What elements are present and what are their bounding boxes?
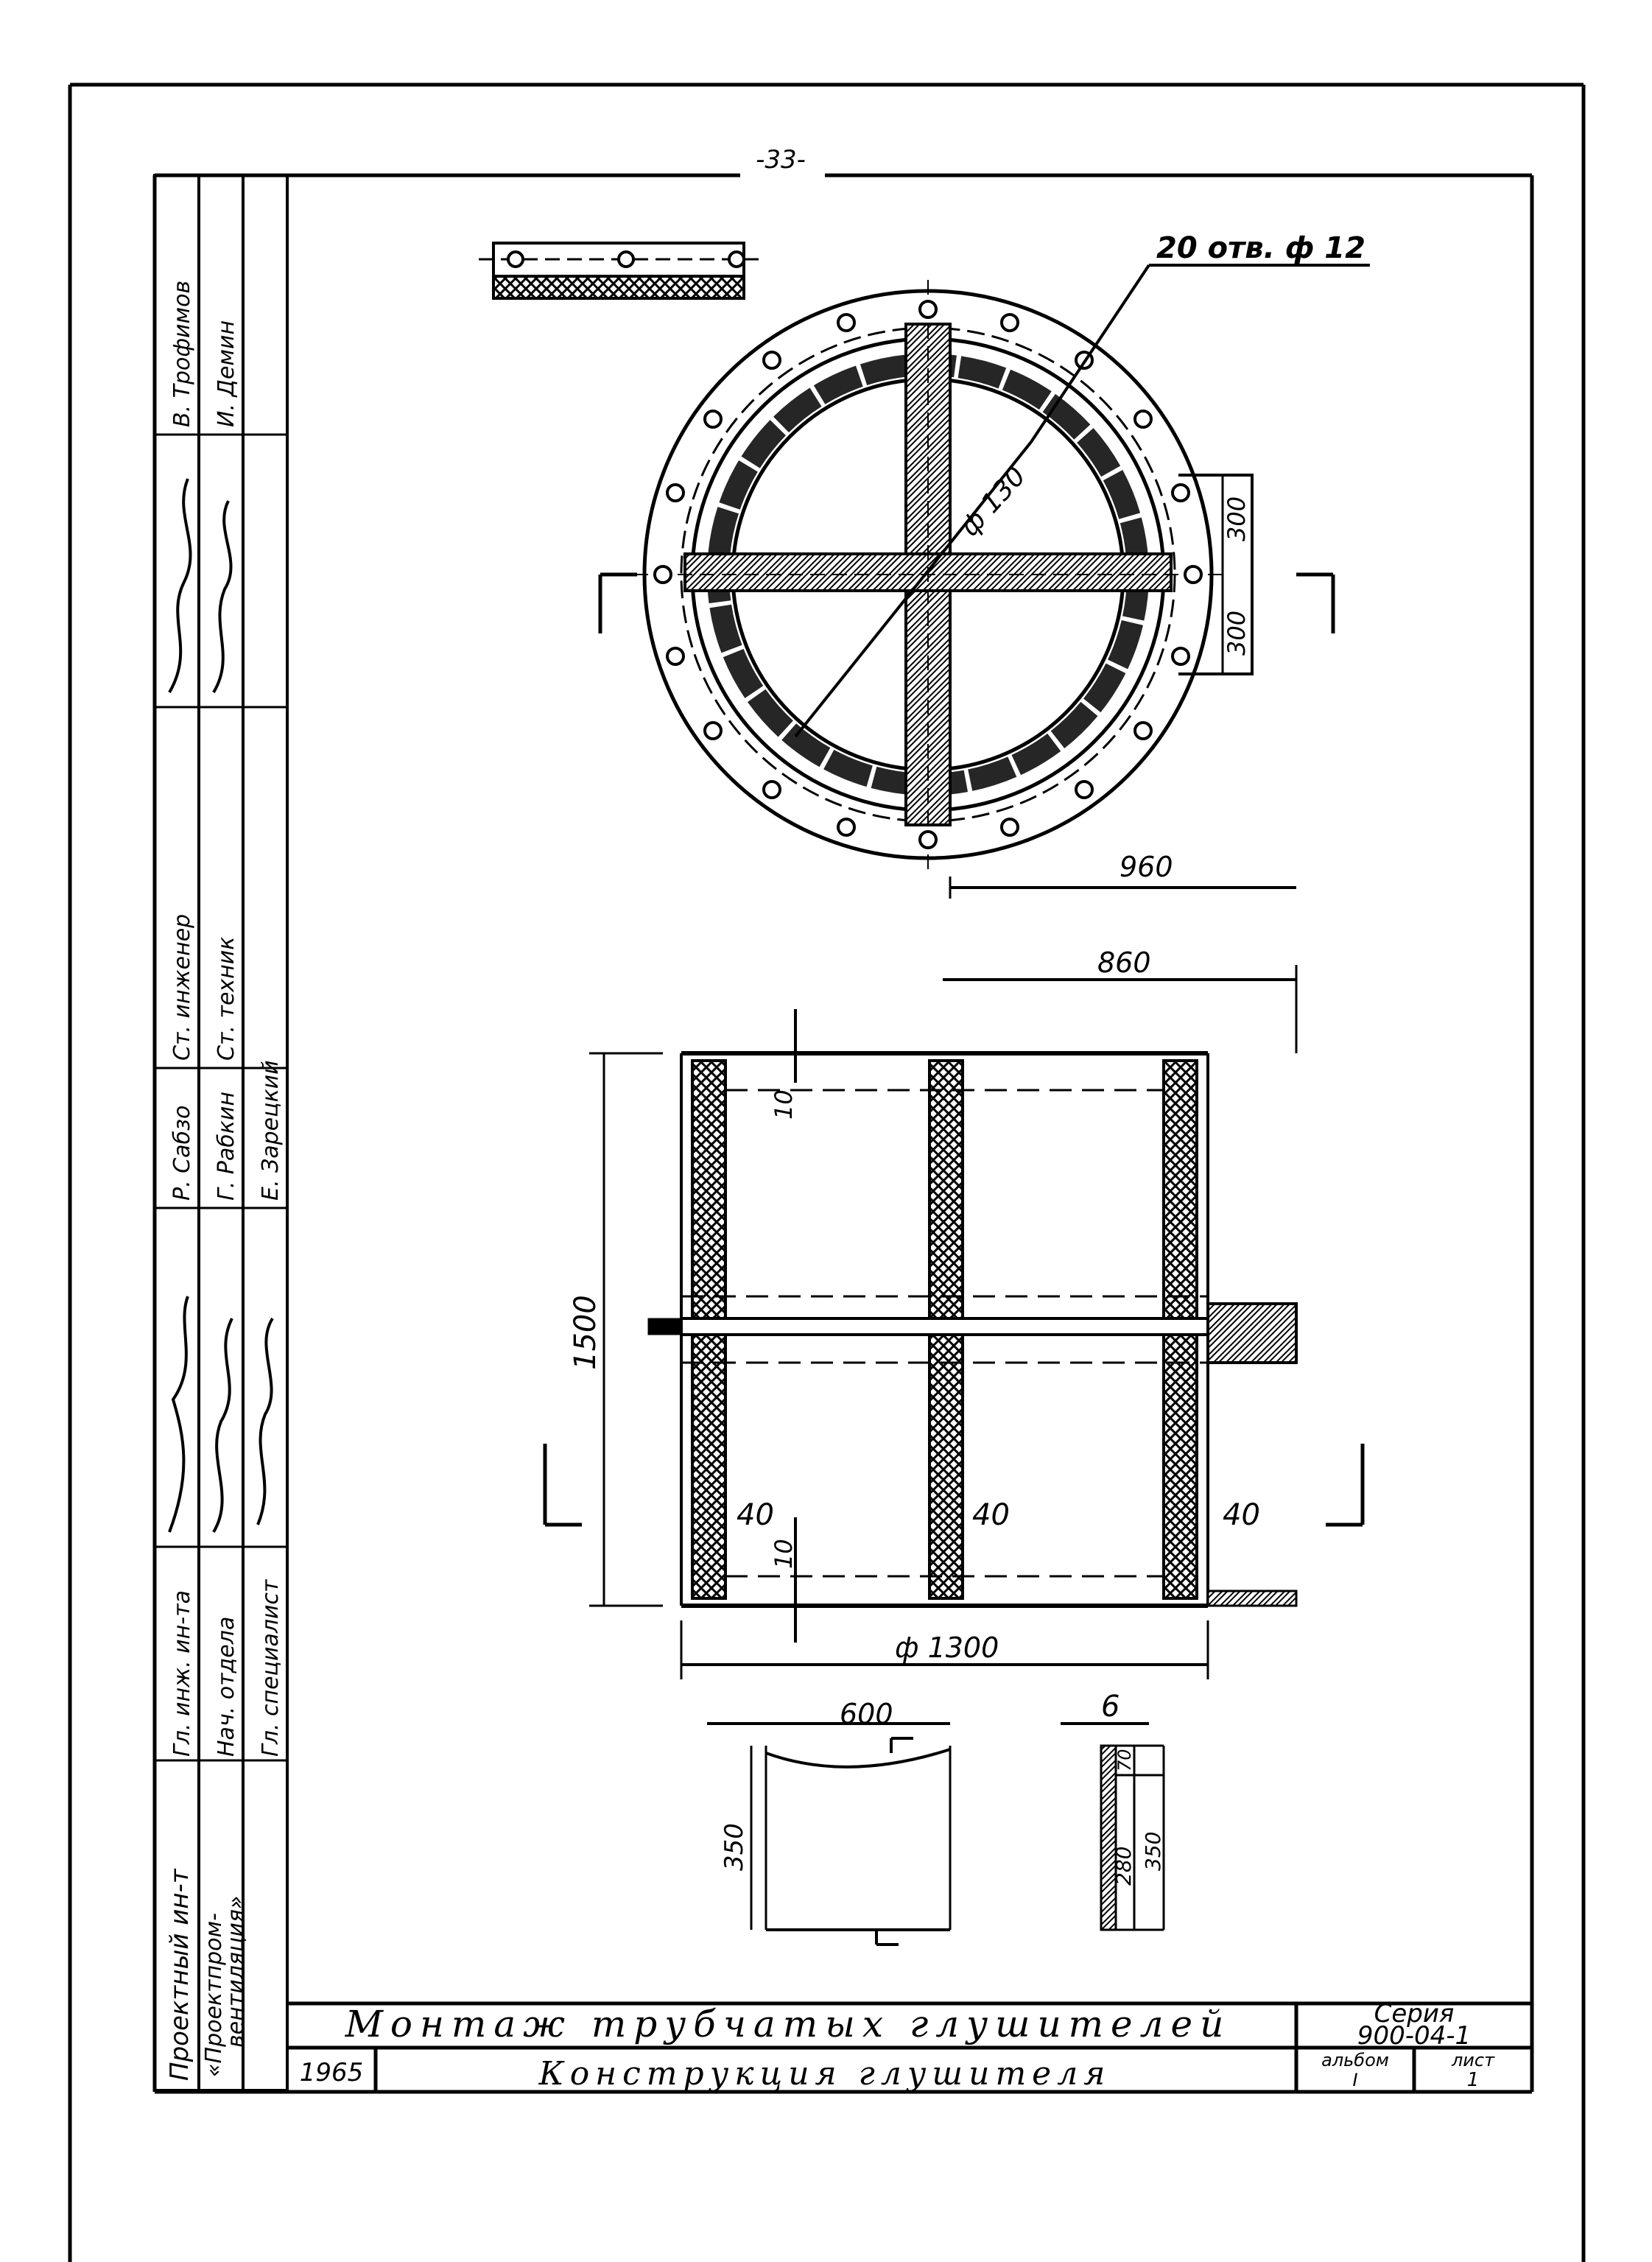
dim-10-bottom: 10 bbox=[770, 1539, 798, 1569]
series-label: Серия bbox=[1374, 1999, 1455, 2029]
bolt-holes bbox=[653, 300, 1203, 849]
detail-profile bbox=[1061, 1722, 1165, 1931]
name-demin: И. Демин bbox=[214, 320, 239, 427]
dim-6: 6 bbox=[1101, 1690, 1120, 1724]
name-sabzo: Р. Сабзо bbox=[169, 1106, 195, 1201]
roles-column-2: Ст. инженер Ст. техник bbox=[169, 914, 239, 1061]
dim-860: 860 bbox=[1097, 946, 1151, 979]
flange-detail bbox=[479, 242, 759, 300]
top-view bbox=[598, 264, 1370, 899]
side-view bbox=[543, 965, 1365, 1679]
dim-phi-1300: ф 1300 bbox=[895, 1631, 999, 1664]
dim-40-mid: 40 bbox=[972, 1498, 1010, 1532]
name-trofimov: В. Трофимов bbox=[169, 281, 195, 427]
album-value: I bbox=[1352, 2070, 1357, 2090]
drawing-frame bbox=[152, 173, 1534, 2094]
roles-column: Гл. инж. ин-та Нач. отдела Гл. специалис… bbox=[169, 1578, 284, 1757]
dim-10-top: 10 bbox=[770, 1089, 798, 1120]
name-zaretsky: Е. Зарецкий bbox=[258, 1060, 284, 1201]
names-column-2: В. Трофимов И. Демин bbox=[169, 281, 239, 427]
dim-350-left: 350 bbox=[720, 1823, 749, 1871]
dim-280: 280 bbox=[1111, 1847, 1136, 1886]
sub-title: Конструкция глушителя bbox=[538, 2055, 1111, 2093]
dim-300-b: 300 bbox=[1223, 611, 1251, 656]
signatures-1 bbox=[168, 1296, 274, 1534]
signatures-2 bbox=[168, 478, 233, 694]
role-senior-technician: Ст. техник bbox=[214, 937, 239, 1061]
role-chief-engineer: Гл. инж. ин-та bbox=[169, 1590, 195, 1757]
series-value: 900-04-1 bbox=[1357, 2021, 1471, 2051]
page-number: -33- bbox=[756, 145, 806, 175]
diameter-label: ф 130 bbox=[955, 461, 1032, 542]
dim-600: 600 bbox=[840, 1698, 893, 1730]
role-senior-engineer: Ст. инженер bbox=[169, 914, 195, 1061]
institute-line1: Проектный ин-т bbox=[165, 1868, 194, 2081]
title-block-frame bbox=[287, 2001, 1532, 2092]
names-column-1: Р. Сабзо Г. Рабкин Е. Зарецкий bbox=[169, 1060, 284, 1201]
dim-960: 960 bbox=[1120, 851, 1173, 883]
sheet-value: 1 bbox=[1467, 2069, 1480, 2091]
role-dept-head: Нач. отдела bbox=[214, 1617, 239, 1757]
role-chief-specialist: Гл. специалист bbox=[258, 1578, 284, 1757]
dim-40-right: 40 bbox=[1223, 1498, 1260, 1532]
institute-line2: «Проектпром- bbox=[201, 1913, 227, 2077]
institute-line3: вентиляция» bbox=[223, 1896, 249, 2048]
dim-300-a: 300 bbox=[1223, 496, 1251, 541]
sheet-label: лист bbox=[1451, 2050, 1495, 2070]
name-rabkin: Г. Рабкин bbox=[214, 1092, 239, 1201]
holes-label: 20 отв. ф 12 bbox=[1156, 231, 1365, 265]
dim-1500: 1500 bbox=[569, 1295, 602, 1370]
outer-border bbox=[68, 82, 1586, 2262]
dim-70: 70 bbox=[1114, 1749, 1135, 1771]
institute-label: Проектный ин-т «Проектпром- вентиляция» bbox=[165, 1868, 249, 2081]
dim-40-left: 40 bbox=[737, 1498, 774, 1532]
signature-strip bbox=[153, 174, 289, 2092]
detail-section bbox=[707, 1722, 952, 1946]
album-label: альбом bbox=[1321, 2050, 1389, 2070]
dim-350-right: 350 bbox=[1141, 1832, 1165, 1871]
year: 1965 bbox=[300, 2058, 364, 2087]
main-title: Монтаж трубчатых глушителей bbox=[345, 2003, 1231, 2045]
